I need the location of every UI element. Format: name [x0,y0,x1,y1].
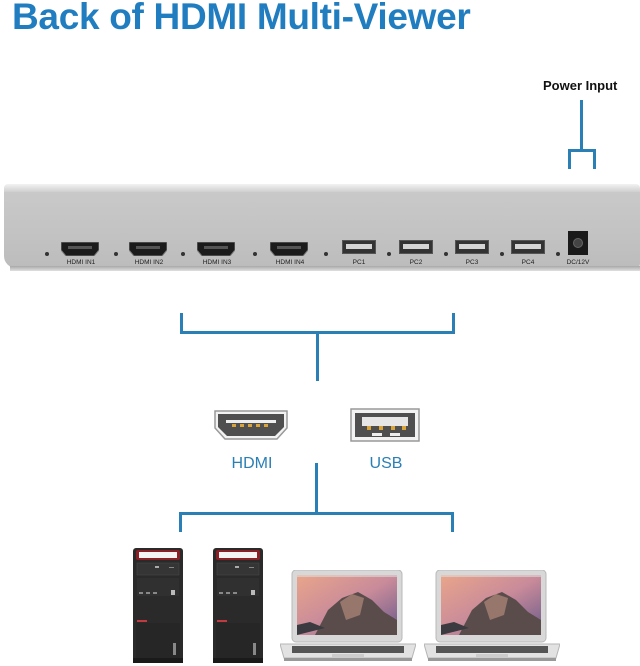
hdmi-in1-label: HDMI IN1 [66,259,96,266]
power-callout-left-leg [568,149,571,169]
ports-bracket-right-leg [452,313,455,333]
dc-power-port [568,231,588,255]
hdmi-in4-label: HDMI IN4 [275,259,305,266]
usb-port-pc4 [511,240,545,254]
ports-bracket-stem [316,331,319,381]
hdmi-in3-label: HDMI IN3 [202,259,232,266]
hdmi-port-1 [61,242,99,256]
led-indicator [500,252,504,256]
power-callout-bar [568,149,596,152]
pc3-label: PC3 [465,259,479,266]
pc4-label: PC4 [521,259,535,266]
led-indicator [324,252,328,256]
usb-port-pc2 [399,240,433,254]
pc1-label: PC1 [352,259,366,266]
pc2-label: PC2 [409,259,423,266]
usb-connector-icon [350,408,420,442]
laptop-icon [424,570,560,661]
usb-label: USB [369,455,403,472]
hdmi-port-2 [129,242,167,256]
hdmi-connector-icon [214,410,288,440]
device-rear-panel [4,192,640,268]
device-bottom-edge [10,266,640,271]
device-top-edge [4,184,640,192]
usb-port-pc1 [342,240,376,254]
hdmi-label: HDMI [231,455,273,472]
hdmi-multiviewer-device: HDMI IN1 HDMI IN2 HDMI IN3 HDMI IN4 PC1 … [4,184,640,274]
computers-bracket-left-leg [179,512,182,532]
led-indicator [556,252,560,256]
led-indicator [253,252,257,256]
led-indicator [387,252,391,256]
computers-bracket-right-leg [451,512,454,532]
usb-port-pc3 [455,240,489,254]
power-callout-right-leg [593,149,596,169]
hdmi-port-3 [197,242,235,256]
desktop-tower-icon [213,548,263,663]
led-indicator [444,252,448,256]
dc-12v-label: DC/12V [566,259,590,266]
page-title: Back of HDMI Multi-Viewer [12,0,471,37]
power-input-label: Power Input [543,78,618,93]
ports-bracket-left-leg [180,313,183,333]
led-indicator [181,252,185,256]
computers-bracket-stem [315,463,318,514]
desktop-tower-icon [133,548,183,663]
led-indicator [114,252,118,256]
laptop-icon [280,570,416,661]
led-indicator [45,252,49,256]
computers-bracket-bar [179,512,454,515]
hdmi-port-4 [270,242,308,256]
power-callout-stem [580,100,583,150]
hdmi-in2-label: HDMI IN2 [134,259,164,266]
